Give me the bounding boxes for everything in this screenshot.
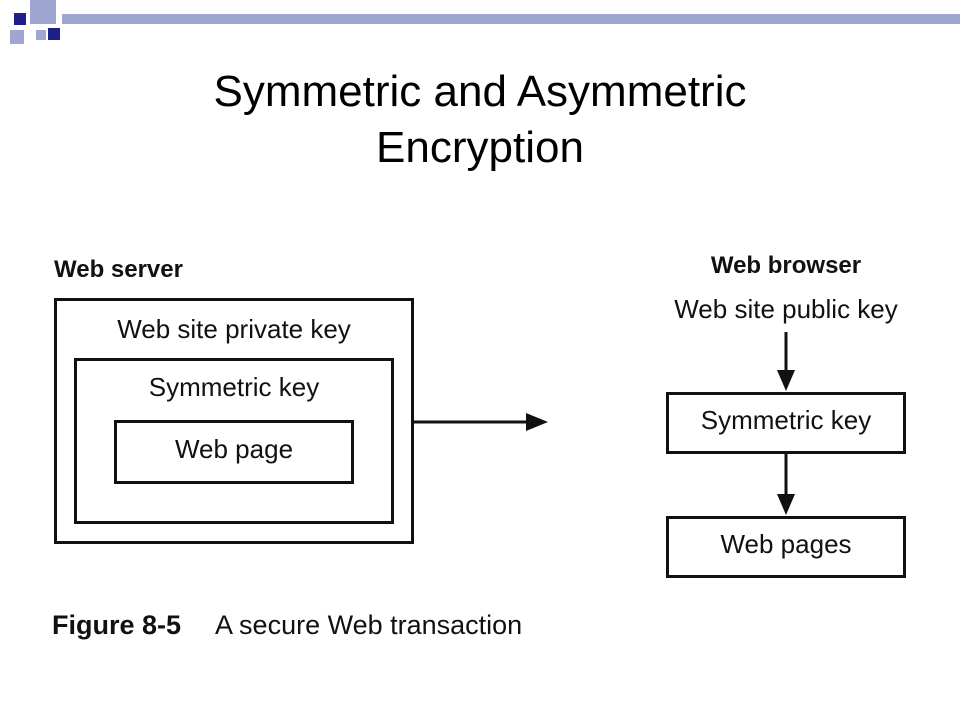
figure-text: A secure Web transaction [215,610,523,640]
symmetric-key-box-server [74,358,394,524]
slide-title-line-2: Encryption [376,123,584,172]
arrow-public-key-to-symmetric [777,332,795,391]
figure-caption: Figure 8-5 A secure Web transaction [52,610,522,641]
figure-number: Figure 8-5 [52,610,182,640]
server-heading: Web server [54,256,183,283]
web-pages-label: Web pages [720,529,852,559]
public-key-label: Web site public key [674,294,898,324]
symmetric-key-box-browser [666,392,906,454]
logo-square-light-2 [10,30,24,44]
logo-square-dark-1 [14,13,26,25]
arrow-symmetric-to-pages [777,454,795,515]
web-page-label: Web page [174,434,294,464]
header-rule [62,14,960,24]
logo-square-light-1 [30,0,56,24]
private-key-label: Web site private key [117,314,351,344]
slide-title-line-1: Symmetric and Asymmetric [213,67,747,116]
symmetric-key-label-server: Symmetric key [148,372,320,402]
slide-title: Symmetric and Asymmetric Encryption [0,64,960,176]
symmetric-key-label-browser: Symmetric key [700,405,872,435]
logo-square-dark-2 [48,28,60,40]
logo-square-light-3 [36,30,46,40]
arrow-server-to-browser [414,413,548,431]
private-key-box [54,298,414,544]
web-page-box [114,420,354,484]
web-pages-box [666,516,906,578]
browser-heading: Web browser [710,252,862,279]
